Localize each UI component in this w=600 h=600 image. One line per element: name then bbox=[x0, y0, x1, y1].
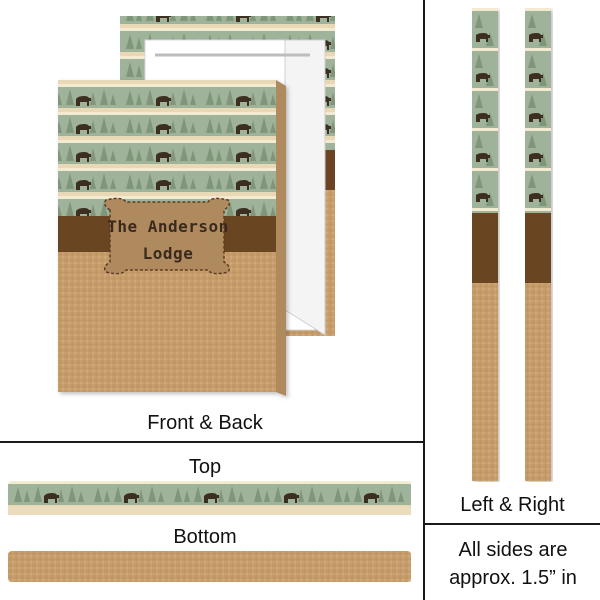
bottom-side-strip bbox=[8, 551, 411, 582]
divider-right-horizontal bbox=[423, 523, 600, 525]
divider-left-horizontal bbox=[0, 441, 424, 443]
right-side-strip bbox=[525, 8, 551, 481]
top-side-strip bbox=[8, 481, 411, 515]
canvas-title-line2: Lodge bbox=[142, 244, 194, 263]
caption-bottom: Bottom bbox=[173, 526, 237, 548]
sides-note-line2: approx. 1.5” in bbox=[449, 567, 577, 589]
lodge-label-patch bbox=[103, 197, 231, 275]
caption-front-back: Front & Back bbox=[147, 412, 263, 434]
divider-vertical bbox=[423, 0, 425, 600]
caption-top: Top bbox=[188, 456, 222, 478]
caption-left-right: Left & Right bbox=[460, 494, 565, 516]
left-side-strip bbox=[472, 8, 498, 481]
canvas-title-line1: The Anderson bbox=[107, 217, 229, 236]
sides-note-line1: All sides are bbox=[458, 539, 568, 561]
canvas-front-back-illustration bbox=[58, 16, 335, 396]
